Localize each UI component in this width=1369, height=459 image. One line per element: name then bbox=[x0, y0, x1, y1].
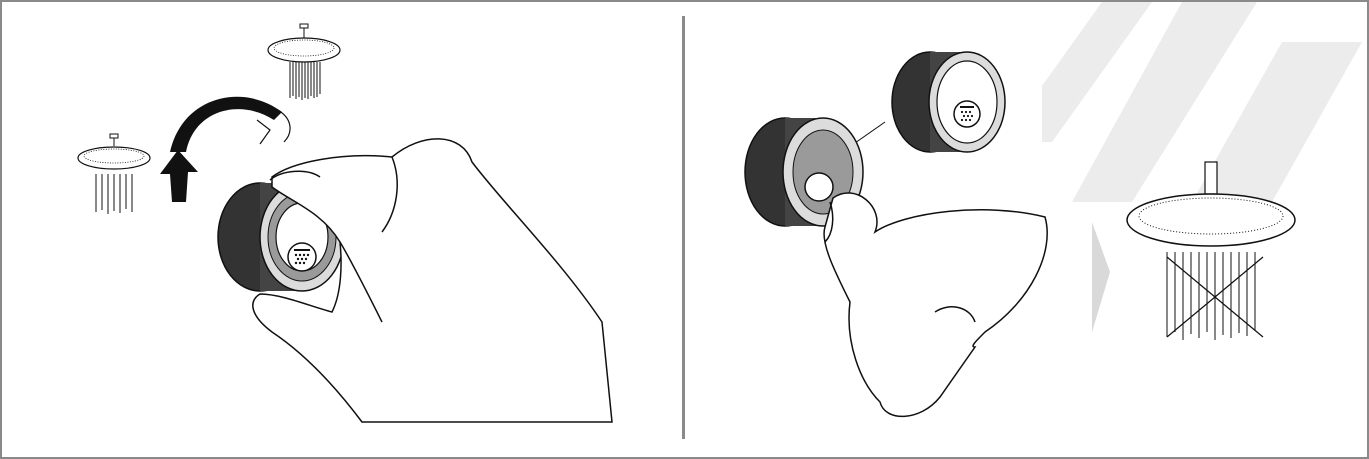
shower-head-icon bbox=[268, 24, 340, 100]
shower-head-icon bbox=[78, 134, 150, 214]
step-2-panel bbox=[685, 2, 1367, 457]
hand-icon bbox=[824, 193, 1047, 416]
step-1-panel bbox=[2, 2, 682, 457]
chevron-right-icon bbox=[1092, 222, 1110, 332]
shower-off-icon bbox=[1127, 162, 1295, 340]
control-knob-icon bbox=[892, 52, 1005, 152]
